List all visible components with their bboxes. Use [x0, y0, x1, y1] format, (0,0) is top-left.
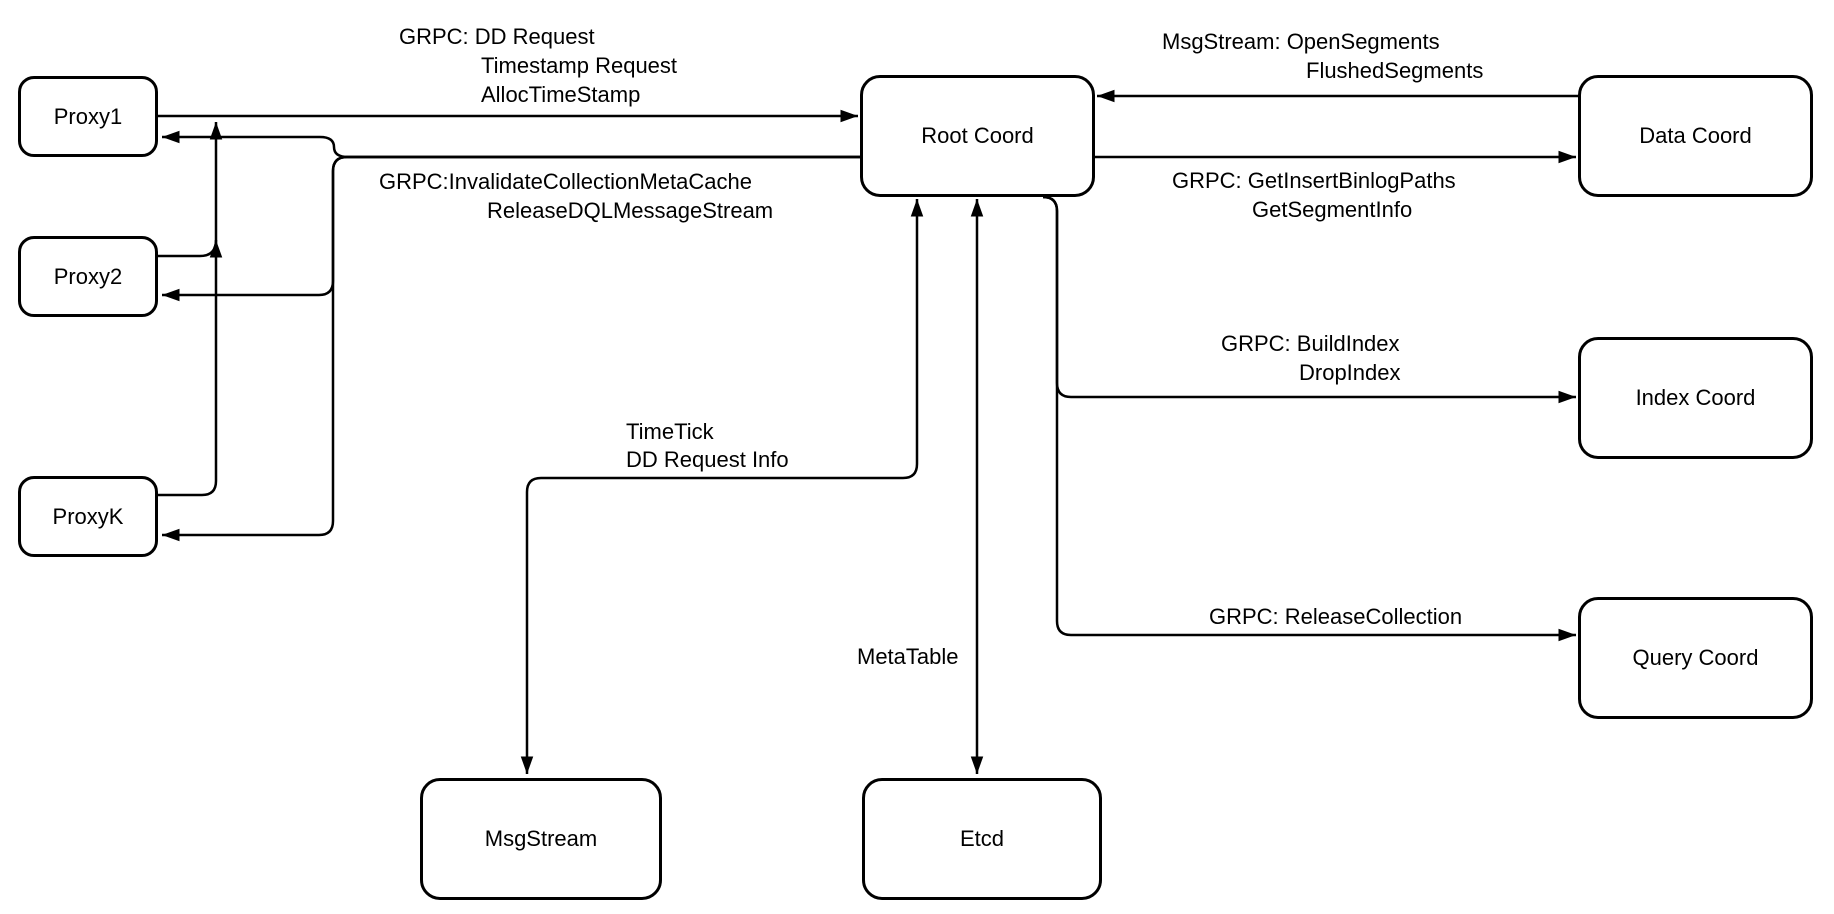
label-proxy-to-root-line2: Timestamp Request	[481, 53, 678, 78]
node-etcd: Etcd	[862, 778, 1102, 900]
label-data-to-root-line2: FlushedSegments	[1306, 58, 1484, 83]
node-proxy1-label: Proxy1	[53, 103, 123, 129]
label-proxy-to-root-line1: GRPC: DD Request	[399, 24, 595, 49]
label-root-to-proxy-line1: GRPC:InvalidateCollectionMetaCache	[379, 169, 752, 194]
node-root-coord-label: Root Coord	[921, 123, 1034, 148]
label-root-to-index-line1: GRPC: BuildIndex	[1221, 331, 1400, 356]
node-proxy2-label: Proxy2	[53, 263, 123, 289]
edge-root-coord-to-proxy1	[162, 130, 860, 159]
edge-root-coord-to-query-coord	[1042, 195, 1576, 642]
node-data-coord-label: Data Coord	[1639, 123, 1752, 148]
node-index-coord-label: Index Coord	[1635, 385, 1756, 410]
label-root-to-msgstream-line2: DD Request Info	[626, 447, 789, 472]
edge-proxy2-merge-trunk	[158, 239, 223, 258]
edge-proxyk-merge-trunk	[158, 122, 223, 497]
node-query-coord: Query Coord	[1578, 597, 1813, 719]
label-root-to-proxy-line2: ReleaseDQLMessageStream	[487, 198, 774, 223]
edge-root-coord-to-proxyk	[162, 155, 860, 542]
label-root-to-data-line2: GetSegmentInfo	[1252, 197, 1413, 222]
label-root-to-etcd-metatable: MetaTable	[857, 644, 959, 669]
node-msgstream: MsgStream	[420, 778, 662, 900]
node-query-coord-label: Query Coord	[1632, 645, 1759, 670]
node-root-coord: Root Coord	[860, 75, 1095, 197]
label-data-to-root-line1: MsgStream: OpenSegments	[1162, 29, 1440, 54]
node-proxyk: ProxyK	[18, 476, 158, 557]
edge-root-coord-msgstream-bidirectional	[520, 199, 924, 774]
node-proxyk-label: ProxyK	[52, 503, 124, 529]
label-proxy-to-root-line3: AllocTimeStamp	[481, 82, 641, 107]
node-proxy2: Proxy2	[18, 236, 158, 317]
label-root-to-data-line1: GRPC: GetInsertBinlogPaths	[1172, 168, 1456, 193]
node-msgstream-label: MsgStream	[484, 826, 598, 851]
node-data-coord: Data Coord	[1578, 75, 1813, 197]
node-proxy1: Proxy1	[18, 76, 158, 157]
label-root-to-query-line1: GRPC: ReleaseCollection	[1209, 604, 1463, 629]
label-root-to-index-line2: DropIndex	[1299, 360, 1401, 385]
node-etcd-label: Etcd	[959, 826, 1005, 851]
label-root-to-msgstream-line1: TimeTick	[626, 419, 714, 444]
node-index-coord: Index Coord	[1578, 337, 1813, 459]
